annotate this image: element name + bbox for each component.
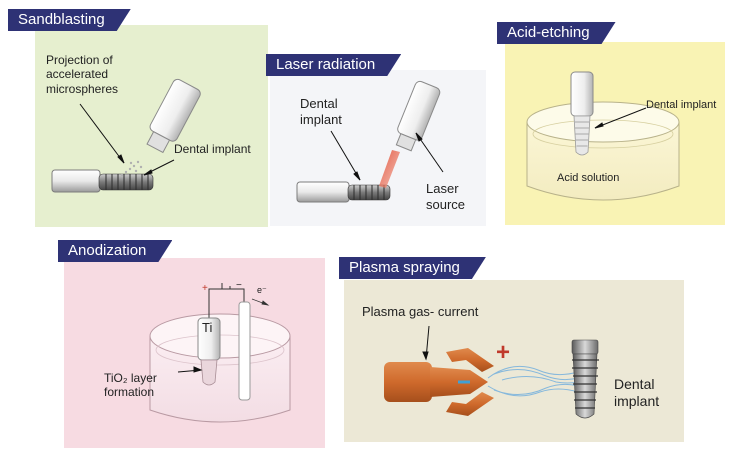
plasma-implant-icon: [571, 339, 599, 419]
label-plasma-implant: Dental implant: [614, 376, 659, 410]
label-laser-implant-line1: Dental: [300, 96, 338, 111]
laser-source-icon: [395, 80, 441, 152]
anod-electron-arrow: [251, 298, 270, 306]
ti-electrode-icon: [197, 317, 221, 386]
label-laser-source-line2: source: [426, 196, 466, 212]
acid-container: [526, 101, 680, 201]
title-sandblasting: Sandblasting: [8, 9, 131, 31]
acid-implant-icon: [573, 115, 591, 156]
laser-beam: [379, 150, 400, 188]
label-projection-line1: Projection of: [46, 53, 113, 67]
label-laser-source-line1: Laser: [426, 181, 459, 196]
microsphere-particles: [120, 160, 143, 177]
title-laser: Laser radiation: [266, 54, 401, 76]
label-acid-solution: Acid solution: [557, 172, 620, 184]
label-anod-electron: e⁻: [257, 285, 267, 295]
title-plasma: Plasma spraying: [339, 257, 486, 279]
title-anodization: Anodization: [58, 240, 172, 262]
label-tio2: TiO₂ layer formation: [104, 371, 157, 400]
anod-wire: [208, 283, 245, 320]
label-laser-source: Laser source: [426, 181, 465, 212]
label-plasma-implant-line1: Dental: [614, 376, 655, 392]
label-plasma-plus: +: [496, 339, 511, 366]
title-acid: Acid-etching: [497, 22, 616, 44]
label-laser-implant-line2: implant: [300, 111, 342, 127]
sandblast-arrows: [79, 103, 175, 176]
plasma-jet: [487, 365, 579, 397]
sandblast-implant-icon: [98, 173, 154, 191]
label-acid-implant: Dental implant: [646, 99, 717, 111]
label-anod-minus: −: [236, 280, 242, 291]
label-projection: Projection of accelerated microspheres: [46, 53, 118, 96]
label-anod-plus: +: [202, 283, 208, 294]
label-projection-line3: microspheres: [46, 81, 119, 96]
anod-arrow: [177, 366, 203, 373]
label-sandblast-implant: Dental implant: [174, 142, 251, 156]
label-laser-implant: Dental implant: [300, 96, 342, 127]
label-projection-line2: accelerated: [46, 67, 109, 82]
acid-arrow: [594, 107, 647, 129]
plasma-torch-icon: [384, 348, 494, 416]
panel-plasma: [344, 280, 684, 442]
sandblast-nozzle-icon: [146, 78, 201, 154]
label-ti: Ti: [202, 320, 213, 335]
laser-implant-icon: [347, 184, 391, 201]
label-plasma-current: Plasma gas- current: [362, 304, 479, 319]
plasma-arrow: [422, 325, 430, 361]
cathode-electrode-icon: [238, 301, 251, 401]
laser-arrows: [330, 130, 444, 181]
label-tio2-line2: formation: [104, 385, 155, 400]
label-tio2-line1: TiO₂ layer: [104, 371, 157, 385]
label-plasma-implant-line2: implant: [614, 392, 660, 409]
